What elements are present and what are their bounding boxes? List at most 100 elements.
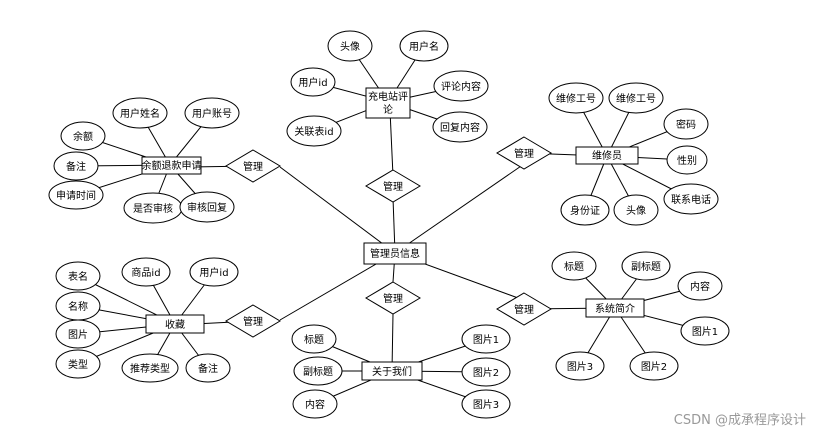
svg-text:标题: 标题: [564, 261, 584, 273]
svg-text:类型: 类型: [68, 358, 88, 371]
attr-refund-review-reply: 审核回复: [179, 191, 235, 223]
svg-text:名称: 名称: [68, 300, 88, 313]
attr-refund-remark: 备注: [53, 151, 99, 181]
svg-text:管理: 管理: [514, 147, 534, 160]
svg-text:维修工号: 维修工号: [616, 92, 656, 105]
svg-text:推荐类型: 推荐类型: [130, 362, 170, 375]
entity-collect-label: 收藏: [165, 318, 185, 331]
attr-station-username: 用户名: [399, 30, 449, 62]
svg-text:备注: 备注: [198, 362, 218, 375]
attr-station-reply: 回复内容: [432, 111, 488, 143]
svg-text:用户姓名: 用户姓名: [120, 107, 160, 120]
svg-text:维修工号: 维修工号: [556, 92, 596, 105]
attr-collect-remark: 备注: [185, 353, 231, 383]
attr-about-content: 内容: [292, 389, 338, 419]
svg-text:用户账号: 用户账号: [192, 107, 232, 120]
entity-admin: 管理员信息: [363, 242, 427, 265]
attr-repair-id-card: 身份证: [560, 194, 610, 226]
attr-collect-goods-id: 商品id: [121, 257, 171, 287]
relation-manage-repair: 管理: [496, 136, 552, 170]
entity-station-review: 充电站评 论: [365, 87, 411, 119]
attr-intro-image-2: 图片2: [629, 351, 679, 381]
svg-text:管理: 管理: [514, 303, 534, 316]
attr-collect-user-id: 用户id: [189, 257, 239, 287]
attr-station-avatar: 头像: [327, 30, 373, 62]
svg-text:图片2: 图片2: [473, 366, 499, 379]
attr-station-user-id: 用户id: [290, 67, 336, 97]
svg-text:表名: 表名: [68, 270, 88, 283]
attr-about-image-1: 图片1: [461, 324, 511, 354]
attr-collect-table-name: 表名: [55, 261, 101, 291]
svg-text:性别: 性别: [677, 154, 697, 167]
relation-manage-refund: 管理: [225, 149, 281, 183]
svg-text:关联表id: 关联表id: [294, 125, 333, 138]
entity-intro: 系统简介: [585, 298, 645, 318]
entity-about: 关于我们: [361, 361, 423, 381]
attr-repair-password: 密码: [663, 108, 709, 140]
svg-text:回复内容: 回复内容: [440, 121, 480, 134]
attr-refund-user-account: 用户账号: [184, 97, 240, 129]
svg-text:图片1: 图片1: [473, 333, 499, 346]
entity-refund: 余额退款申请: [141, 156, 202, 175]
svg-text:用户id: 用户id: [199, 266, 228, 279]
svg-text:内容: 内容: [305, 398, 325, 411]
attr-collect-type: 类型: [55, 349, 101, 379]
svg-text:副标题: 副标题: [631, 261, 661, 273]
svg-text:管理: 管理: [383, 180, 403, 193]
attr-station-comment: 评论内容: [433, 70, 489, 102]
attr-repair-worker-no-2: 维修工号: [608, 82, 664, 114]
entity-collect: 收藏: [145, 314, 205, 334]
svg-text:余额: 余额: [73, 130, 93, 143]
svg-text:管理: 管理: [383, 292, 403, 305]
svg-text:评论内容: 评论内容: [441, 80, 481, 93]
entity-refund-label: 余额退款申请: [142, 159, 202, 172]
svg-text:用户id: 用户id: [298, 76, 327, 89]
entity-admin-label: 管理员信息: [370, 247, 420, 260]
entity-repairman-label: 维修员: [592, 149, 622, 162]
svg-text:内容: 内容: [690, 280, 710, 293]
attr-about-title: 标题: [291, 324, 337, 354]
attr-intro-title: 标题: [551, 251, 597, 281]
svg-text:论: 论: [383, 103, 393, 116]
attr-intro-image-3: 图片3: [555, 351, 605, 381]
svg-text:管理: 管理: [243, 315, 263, 328]
attr-intro-image-1: 图片1: [680, 316, 730, 346]
attr-intro-content: 内容: [677, 271, 723, 301]
entity-intro-label: 系统简介: [595, 302, 635, 315]
relation-manage-collect: 管理: [225, 304, 281, 338]
svg-text:图片1: 图片1: [692, 325, 718, 338]
entity-station-review-label: 充电站评: [368, 90, 408, 103]
attr-collect-name: 名称: [55, 291, 101, 321]
attr-refund-apply-time: 申请时间: [48, 180, 104, 210]
svg-text:身份证: 身份证: [570, 204, 600, 217]
attr-about-image-3: 图片3: [461, 389, 511, 419]
svg-text:图片3: 图片3: [567, 360, 593, 373]
entity-repairman: 维修员: [575, 146, 639, 165]
svg-text:标题: 标题: [304, 334, 324, 346]
attr-repair-avatar: 头像: [613, 194, 659, 226]
attr-collect-recommend-type: 推荐类型: [121, 353, 179, 383]
attr-repair-worker-no-1: 维修工号: [548, 82, 604, 114]
relation-manage-about: 管理: [365, 281, 421, 315]
attr-about-subtitle: 副标题: [293, 356, 343, 386]
attr-about-image-2: 图片2: [461, 357, 511, 387]
entity-about-label: 关于我们: [372, 365, 412, 378]
svg-text:图片: 图片: [68, 328, 88, 341]
svg-text:是否审核: 是否审核: [133, 202, 173, 215]
attr-repair-gender: 性别: [666, 145, 708, 175]
svg-text:头像: 头像: [340, 41, 360, 53]
svg-text:审核回复: 审核回复: [187, 201, 227, 214]
attr-station-ref-table-id: 关联表id: [286, 115, 342, 147]
svg-text:副标题: 副标题: [303, 366, 333, 378]
attr-intro-subtitle: 副标题: [621, 251, 671, 281]
svg-text:备注: 备注: [66, 160, 86, 173]
watermark-text: CSDN @成承程序设计: [674, 413, 806, 428]
relation-manage-intro: 管理: [496, 292, 552, 326]
attr-collect-image: 图片: [55, 319, 101, 349]
svg-text:图片2: 图片2: [641, 360, 667, 373]
attr-refund-is-reviewed: 是否审核: [123, 192, 183, 224]
relation-manage-station: 管理: [365, 169, 421, 203]
svg-text:管理: 管理: [243, 160, 263, 173]
svg-text:头像: 头像: [626, 205, 646, 217]
